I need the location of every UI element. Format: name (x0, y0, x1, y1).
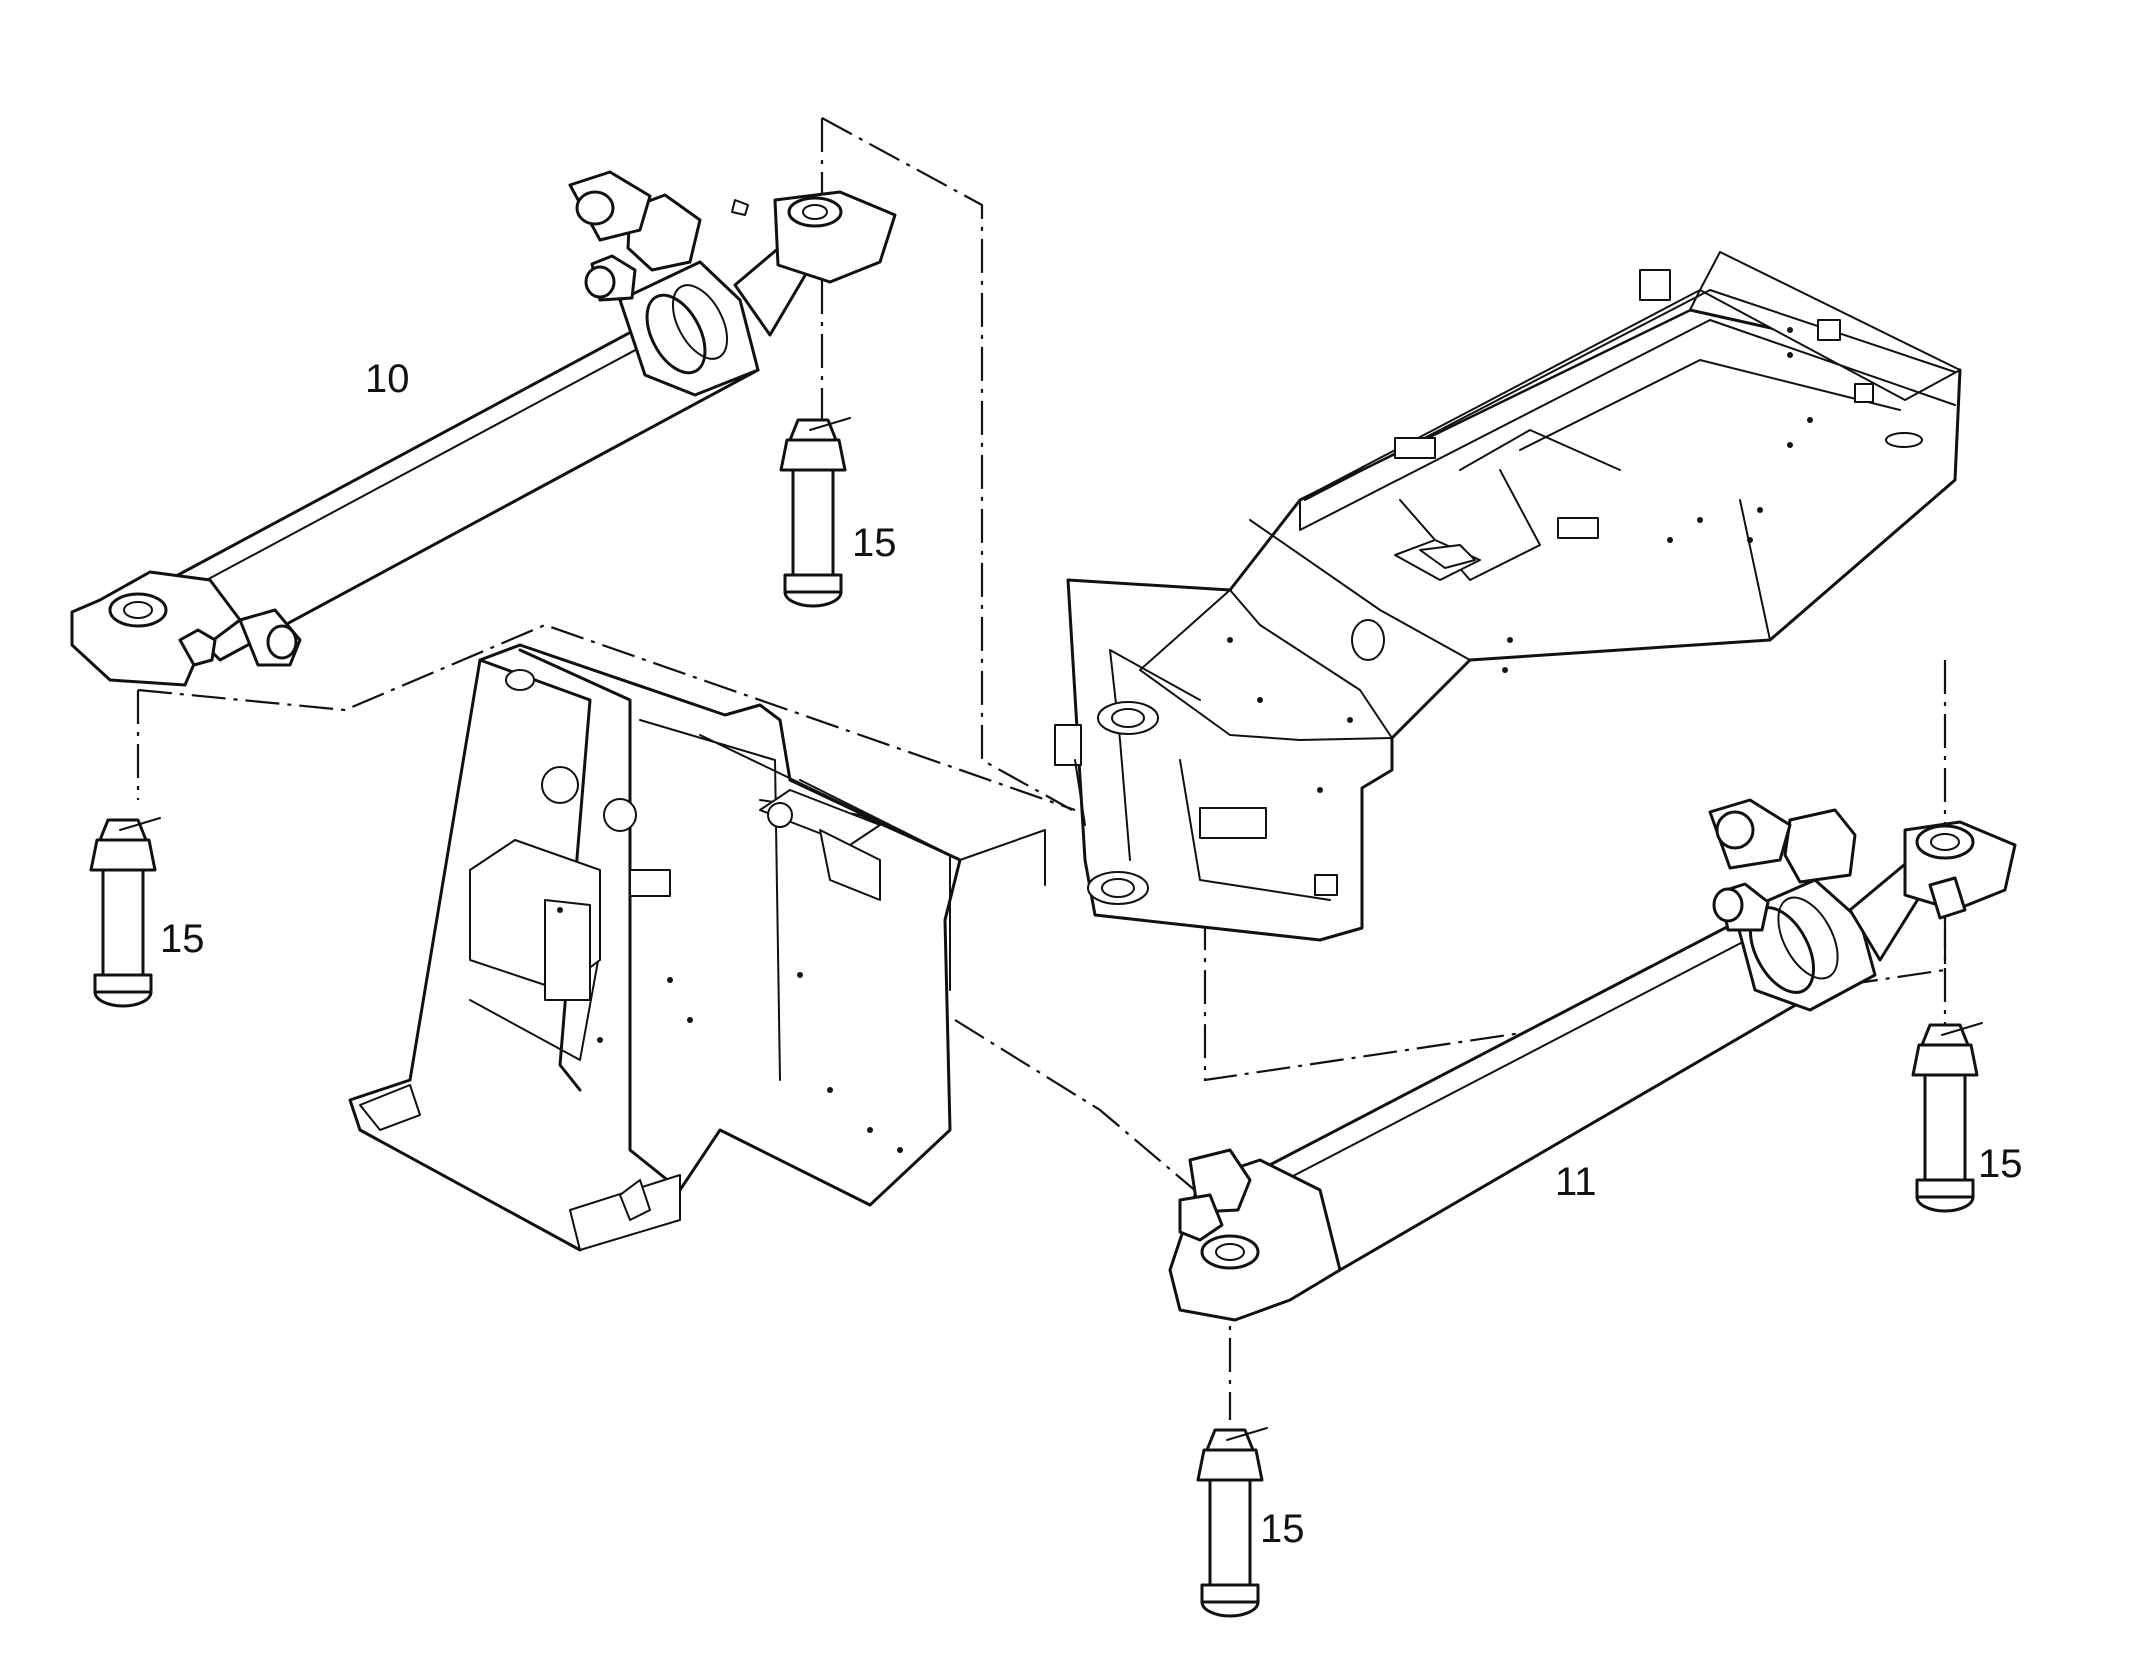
pivot-pin-lower-base (1196, 1427, 1268, 1618)
pivot-pin-lower-rod (1911, 1022, 1983, 1213)
hydraulic-cylinder-11 (1168, 798, 2017, 1322)
callout-10: 10 (365, 357, 410, 401)
front-mounting-bracket (348, 643, 1046, 1252)
callout-15-upper-base: 15 (160, 917, 205, 961)
pivot-pin-upper-rod (779, 417, 851, 608)
callout-15-lower-base: 15 (1260, 1507, 1305, 1551)
main-frame-chassis (1054, 251, 1962, 942)
pivot-pin-upper-base (89, 817, 161, 1008)
callout-15-lower-rod: 15 (1978, 1142, 2023, 1186)
callout-11: 11 (1555, 1160, 1597, 1204)
callout-15-upper-rod: 15 (852, 521, 897, 565)
hydraulic-cylinder-10 (70, 170, 897, 687)
